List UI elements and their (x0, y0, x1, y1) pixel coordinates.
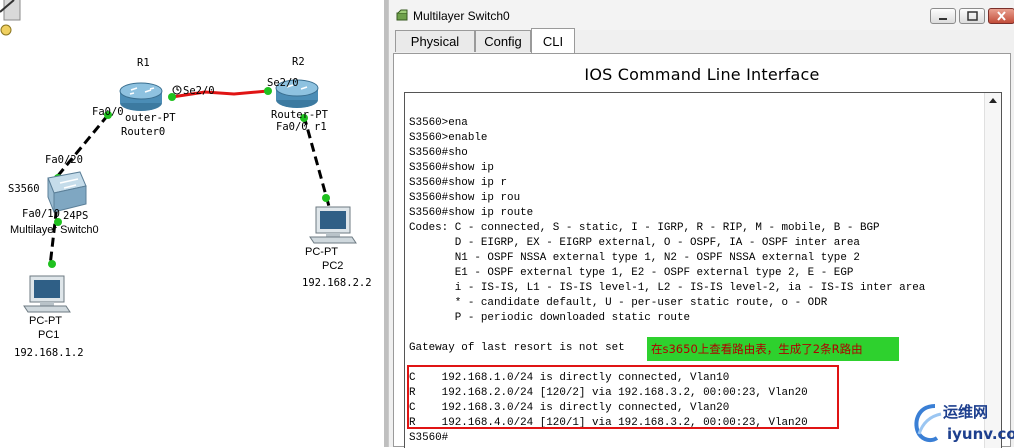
maximize-button[interactable] (959, 8, 985, 24)
console-line: * - candidate default, U - per-user stat… (409, 297, 828, 309)
r2-model-label: Router-PT (271, 109, 328, 121)
router-r2-icon[interactable] (275, 79, 319, 108)
console-line: S3560#show ip (409, 162, 494, 174)
annotation-label: 在s3650上查看路由表，生成了2条R路由 (647, 337, 899, 361)
r1-device-label: Router0 (121, 126, 166, 138)
link-switch-pc1 (48, 195, 60, 267)
pc2-model-label: PC-PT (305, 246, 338, 258)
multilayer-switch-icon[interactable] (47, 171, 87, 213)
pc1-ip-label: 192.168.1.2 (14, 347, 84, 359)
port-status-dot (168, 93, 176, 101)
switch-name-label: S3560 (8, 183, 40, 195)
pc1-model-label: PC-PT (29, 315, 62, 327)
port-status-dot (48, 260, 56, 268)
console-line: S3560#show ip route (409, 207, 534, 219)
r2-fa-port-label: Fa0/0 (276, 121, 308, 133)
tab-config[interactable]: Config (475, 30, 531, 52)
port-status-dot (322, 194, 330, 202)
console-line: E1 - OSPF external type 1, E2 - OSPF ext… (409, 267, 854, 279)
pc2-ip-label: 192.168.2.2 (302, 277, 372, 289)
console-prompt: S3560# (409, 432, 449, 444)
link-serial-r1-r2 (171, 89, 269, 99)
console-line: Gateway of last resort is not set (409, 342, 625, 354)
console-line: P - periodic downloaded static route (409, 312, 691, 324)
r1-name-label: R1 (137, 57, 150, 69)
switch-model-label: 24PS (63, 210, 89, 222)
tool-icon (0, 0, 21, 36)
r1-se-port-label: Se2/0 (183, 85, 215, 97)
tab-physical[interactable]: Physical (395, 30, 475, 52)
topology-canvas[interactable]: R1 R2 Fa0/0 outer-PT Router0 Se2/0 Se2/0… (0, 0, 384, 447)
console-line: C 192.168.1.0/24 is directly connected, … (409, 372, 730, 384)
link-r2-pc2 (302, 115, 332, 211)
console-line: i - IS-IS, L1 - IS-IS level-1, L2 - IS-I… (409, 282, 926, 294)
pane-divider[interactable] (384, 0, 388, 447)
router-r1-icon[interactable] (119, 82, 163, 111)
console-line: S3560>ena (409, 117, 468, 129)
console-line: C 192.168.3.0/24 is directly connected, … (409, 402, 730, 414)
port-status-dot (54, 218, 62, 226)
pc2-device-label: PC2 (322, 260, 344, 272)
route-highlight-box (407, 365, 839, 429)
port-status-dot (264, 87, 272, 95)
console-line: S3560>enable (409, 132, 488, 144)
console-line: S3560#sho (409, 147, 468, 159)
port-status-dot (300, 114, 308, 122)
console-line: S3560#show ip r (409, 177, 508, 189)
sw-down-port-label: Fa0/10 (22, 208, 60, 220)
minimize-button[interactable] (930, 8, 956, 24)
tab-cli[interactable]: CLI (531, 28, 575, 54)
watermark-line1: 运维网 (943, 403, 989, 421)
window-title: Multilayer Switch0 (413, 9, 510, 23)
cli-console[interactable]: S3560>ena S3560>enable S3560#sho S3560#s… (404, 92, 1002, 448)
pc1-device-label: PC1 (38, 329, 60, 341)
scroll-up-icon[interactable] (985, 93, 1001, 108)
watermark: 运维网 iyunv.com (905, 398, 1014, 447)
device-window: Multilayer Switch0 Physical Config CLI I… (388, 0, 1014, 448)
console-line: R 192.168.2.0/24 [120/2] via 192.168.3.2… (409, 387, 808, 399)
link-r1-switch (54, 114, 110, 179)
watermark-line2: iyunv.com (947, 425, 1014, 443)
cli-panel: IOS Command Line Interface S3560>ena S35… (393, 53, 1011, 448)
console-line: R 192.168.4.0/24 [120/1] via 192.168.3.2… (409, 417, 808, 429)
topology-links (0, 0, 357, 313)
sw-up-port-label: Fa0/20 (45, 154, 83, 166)
console-line: D - EIGRP, EX - EIGRP external, O - OSPF… (409, 237, 860, 249)
r2-name-label: R2 (292, 56, 305, 68)
switch-app-icon (396, 9, 408, 21)
window-titlebar[interactable]: Multilayer Switch0 (389, 0, 1014, 30)
console-scrollbar[interactable] (984, 93, 1001, 448)
close-button[interactable] (988, 8, 1014, 24)
console-line: N1 - OSPF NSSA external type 1, N2 - OSP… (409, 252, 860, 264)
r2-se-port-label: Se2/0 (267, 77, 299, 89)
pc2-icon[interactable] (309, 206, 357, 244)
r2-device-label: r1 (314, 121, 327, 133)
cli-heading: IOS Command Line Interface (584, 65, 820, 84)
pc1-icon[interactable] (23, 275, 71, 313)
switch-device-label: Multilayer Switch0 (10, 224, 99, 236)
watermark-logo-icon (914, 404, 942, 443)
console-output: S3560>ena S3560>enable S3560#sho S3560#s… (409, 116, 983, 446)
console-line: S3560#show ip rou (409, 192, 521, 204)
r1-fa-port-label: Fa0/0 (92, 106, 124, 118)
port-status-dot (104, 111, 112, 119)
console-line: Codes: C - connected, S - static, I - IG… (409, 222, 880, 234)
r1-model-label: outer-PT (125, 112, 176, 124)
